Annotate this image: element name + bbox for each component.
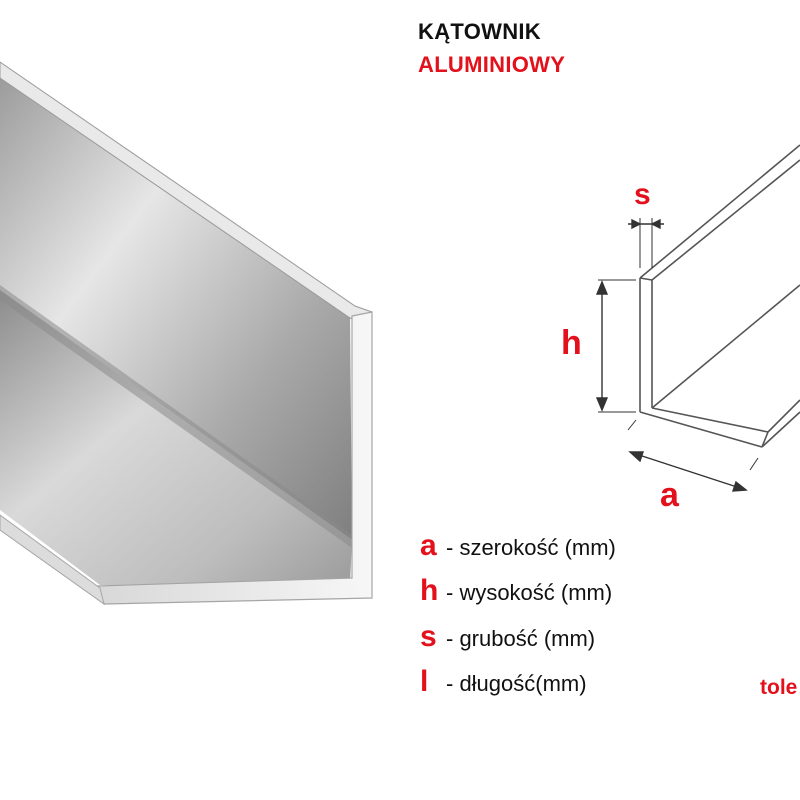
angle-vertical-flange (0, 70, 352, 540)
angle-base-edge (0, 514, 105, 606)
legend-key: s (420, 620, 437, 653)
dimension-lines (595, 218, 759, 492)
legend-row-l: l - długość(mm) (420, 667, 587, 697)
tolerance-text-cut-off: tole (760, 676, 798, 699)
legend-key: h (420, 574, 439, 607)
legend-text: - szerokość (mm) (446, 535, 616, 560)
legend-row-h: h - wysokość (mm) (420, 576, 612, 606)
title-line-2: ALUMINIOWY (418, 52, 566, 77)
legend-text: - wysokość (mm) (446, 580, 613, 605)
angle-inner-corner (0, 285, 352, 548)
angle-photo (0, 61, 373, 606)
dimension-label-a: a (660, 476, 679, 514)
legend-key: l (420, 665, 429, 698)
angle-horizontal-flange (0, 290, 352, 585)
legend-row-s: s - grubość (mm) (420, 622, 595, 652)
title-line-1: KĄTOWNIK (418, 19, 541, 44)
angle-technical-drawing (639, 144, 800, 448)
dimension-label-h: h (561, 324, 582, 362)
legend-row-a: a - szerokość (mm) (420, 531, 616, 561)
dimension-label-s: s (634, 178, 651, 211)
legend-key: a (420, 529, 437, 562)
legend-text: - grubość (mm) (446, 626, 596, 651)
legend-text: - długość(mm) (446, 671, 587, 696)
